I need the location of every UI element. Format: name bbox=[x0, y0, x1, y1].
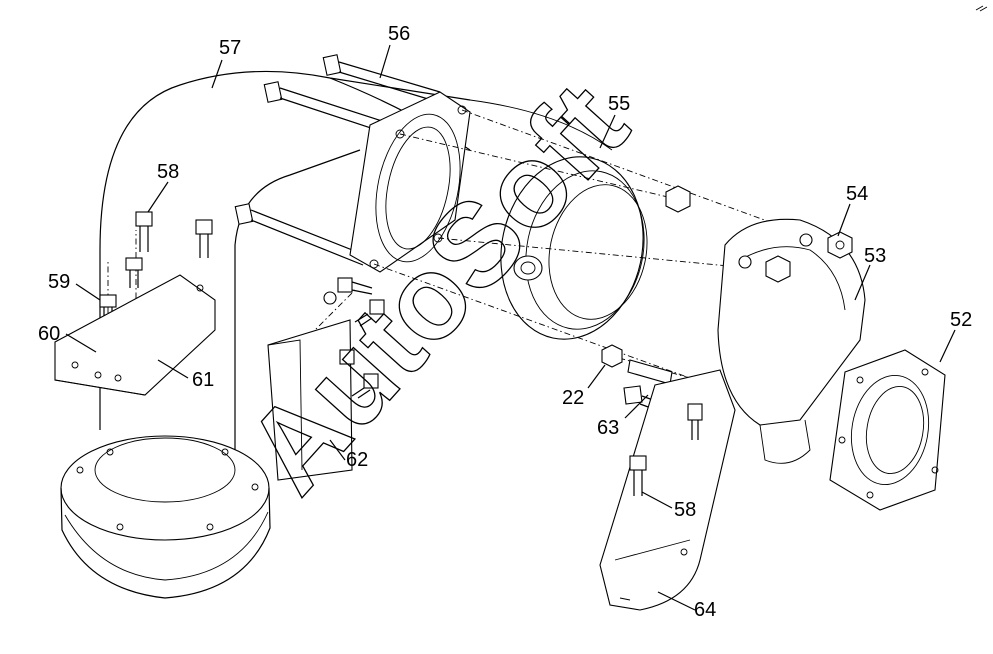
label-52: 52 bbox=[950, 309, 972, 331]
label-53: 53 bbox=[864, 245, 886, 267]
label-64: 64 bbox=[694, 599, 716, 621]
label-58-upper: 58 bbox=[157, 161, 179, 183]
label-63: 63 bbox=[597, 417, 619, 439]
label-60: 60 bbox=[38, 323, 60, 345]
part-55-coupling bbox=[469, 99, 648, 340]
part-22-nut bbox=[601, 344, 623, 368]
part-54-nut bbox=[665, 185, 853, 283]
label-57: 57 bbox=[219, 37, 241, 59]
label-22: 22 bbox=[562, 387, 584, 409]
assembly-lines bbox=[107, 109, 771, 379]
part-64-bracket bbox=[599, 369, 736, 611]
part-57-elbow-pipe bbox=[60, 70, 471, 599]
part-52-flange bbox=[829, 349, 946, 511]
label-59: 59 bbox=[48, 271, 70, 293]
part-58-bolt-upper bbox=[135, 211, 213, 258]
label-62: 62 bbox=[346, 449, 368, 471]
part-56-long-bolts bbox=[234, 54, 441, 266]
part-59-bolt bbox=[99, 257, 143, 326]
label-58-lower: 58 bbox=[674, 499, 696, 521]
label-54: 54 bbox=[846, 183, 868, 205]
label-55: 55 bbox=[608, 93, 630, 115]
part-62-bracket bbox=[267, 277, 385, 481]
part-58-bolt-lower bbox=[629, 455, 647, 496]
part-pipe-flange bbox=[349, 91, 471, 273]
part-61-plate bbox=[54, 274, 216, 396]
label-56: 56 bbox=[388, 23, 410, 45]
leader-lines bbox=[65, 44, 956, 611]
corner-mark bbox=[975, 5, 988, 12]
label-61: 61 bbox=[192, 369, 214, 391]
part-53-housing bbox=[717, 218, 866, 464]
